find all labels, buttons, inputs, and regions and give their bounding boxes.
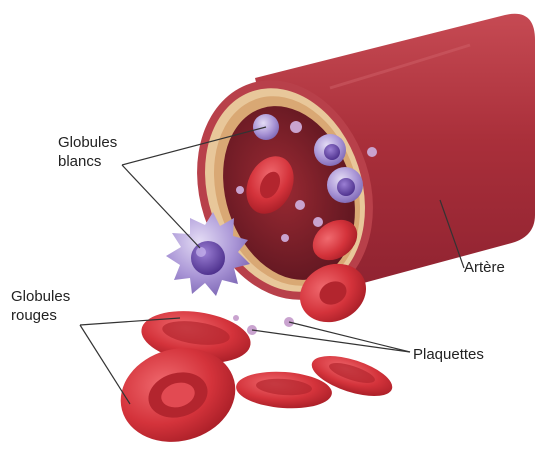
label-platelets: Plaquettes (413, 345, 484, 364)
leader-platelet-1 (252, 330, 410, 352)
leader-red-2 (80, 325, 130, 404)
leader-white-2 (122, 165, 200, 248)
label-artery: Artère (464, 258, 505, 277)
label-red-blood-cells: Globules rouges (11, 287, 70, 325)
label-white-blood-cells: Globules blancs (58, 133, 117, 171)
leader-platelet-2 (289, 322, 410, 352)
